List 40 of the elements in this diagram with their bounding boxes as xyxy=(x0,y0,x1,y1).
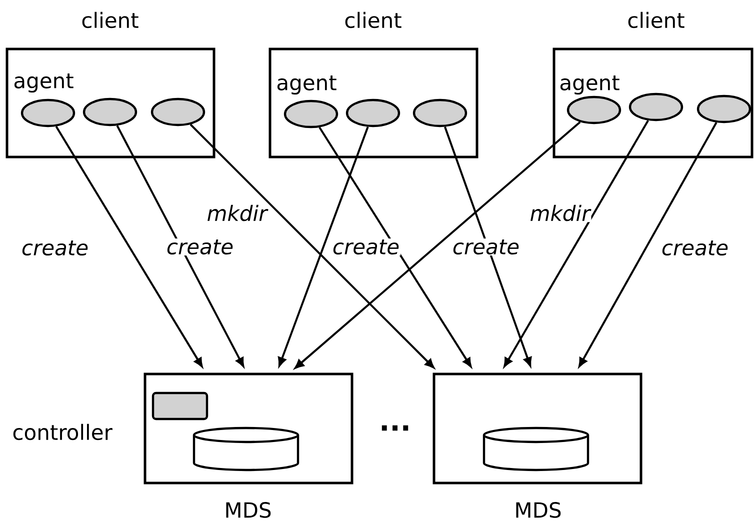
agent-ellipse xyxy=(346,98,400,128)
edge-label: create xyxy=(451,238,521,256)
client-box: client agent xyxy=(552,12,754,158)
arrow xyxy=(318,126,472,368)
arrow xyxy=(116,125,244,367)
client-box: client agent xyxy=(6,12,216,158)
agent-ellipse xyxy=(82,98,138,126)
agent-ellipse xyxy=(20,98,76,128)
arrow xyxy=(578,122,718,367)
agent-ellipse xyxy=(566,96,622,124)
arrow xyxy=(294,121,581,369)
edge-label: create xyxy=(331,238,401,256)
arrow xyxy=(444,126,532,366)
arrow xyxy=(504,120,649,368)
edge-label: create xyxy=(660,239,730,257)
node-label: MDS xyxy=(226,502,271,518)
edge-label: create xyxy=(20,239,90,257)
node-label: MDS xyxy=(516,502,561,518)
agent-ellipse xyxy=(412,98,468,128)
server-box: MDS xyxy=(144,372,354,518)
ellipsis-label: ... xyxy=(382,425,408,431)
side-label: controller xyxy=(13,424,112,440)
node-label: client xyxy=(82,12,138,28)
server-box: MDS xyxy=(432,372,642,518)
disk-cylinder xyxy=(192,426,300,472)
edge-label: mkdir xyxy=(528,204,592,222)
agent-ellipse xyxy=(150,98,206,126)
client-box: client agent xyxy=(268,12,478,158)
controller-box xyxy=(152,392,208,420)
agent-ellipse xyxy=(628,92,684,122)
agent-ellipse xyxy=(284,100,338,128)
node-label: client xyxy=(345,12,402,28)
node-label: client xyxy=(628,12,684,28)
agent-ellipse xyxy=(696,94,752,124)
arrow xyxy=(190,124,434,368)
edge-label: mkdir xyxy=(206,204,268,222)
disk-cylinder xyxy=(482,426,590,472)
arrow xyxy=(55,126,203,368)
edge-label: create xyxy=(165,238,235,256)
arrow xyxy=(278,126,369,366)
